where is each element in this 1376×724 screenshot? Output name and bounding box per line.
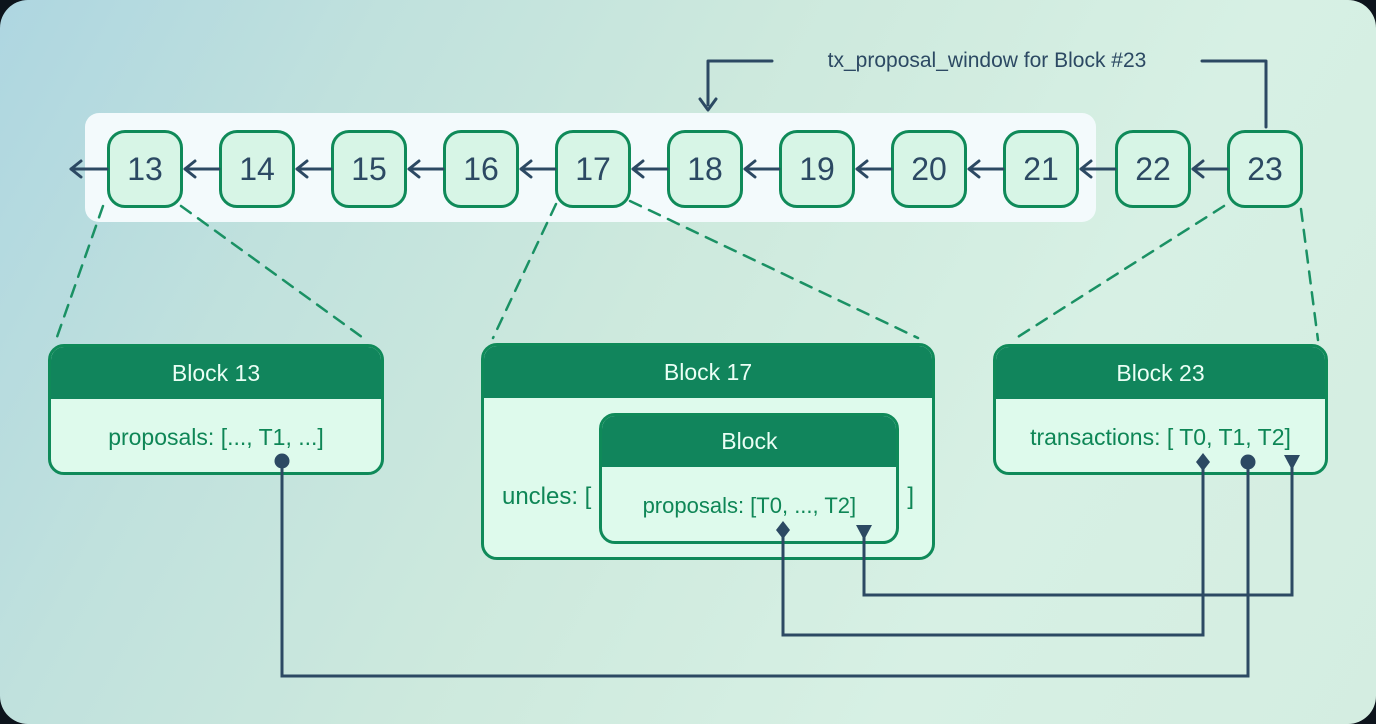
block-17-card-body: uncles: [ Block proposals: [T0, ..., T2]…	[484, 398, 932, 557]
chain-block-15: 15	[331, 130, 407, 208]
block-23-card: Block 23 transactions: [ T0, T1, T2]	[993, 344, 1328, 475]
annotation-right-connector-line	[1200, 59, 1268, 129]
block-23-zoom-left-dashed-line	[1011, 204, 1226, 342]
block-23-card-body: transactions: [ T0, T1, T2]	[996, 399, 1325, 472]
block-13-card-body: proposals: [..., T1, ...]	[51, 399, 381, 472]
block-17-zoom-left-dashed-line	[491, 202, 558, 340]
uncle-block-card-title: Block	[721, 428, 778, 454]
block-13-proposals-text: proposals: [..., T1, ...]	[108, 423, 324, 450]
block-13-card: Block 13 proposals: [..., T1, ...]	[48, 344, 384, 475]
chain-block-15-number: 15	[351, 150, 387, 187]
annotation-left-connector-line	[706, 59, 774, 107]
chain-block-23-number: 23	[1247, 150, 1283, 187]
chain-block-22-number: 22	[1135, 150, 1171, 187]
block-17-card-title: Block 17	[663, 358, 753, 385]
uncle-block-proposals-text: proposals: [T0, ..., T2]	[642, 492, 857, 518]
block-13-card-title: Block 13	[171, 359, 261, 386]
chain-block-17: 17	[555, 130, 631, 208]
block-23-transactions-text: transactions: [ T0, T1, T2]	[1030, 423, 1291, 450]
chain-block-14-number: 14	[239, 150, 275, 187]
uncle-block-card: Block proposals: [T0, ..., T2]	[599, 413, 900, 544]
block-23-card-header: Block 23	[996, 347, 1325, 399]
uncle-block-card-header: Block	[602, 416, 897, 467]
chain-block-21-number: 21	[1023, 150, 1059, 187]
block-13-card-header: Block 13	[51, 347, 381, 399]
tx-proposal-window-label: tx_proposal_window for Block #23	[827, 49, 1147, 72]
chain-block-20: 20	[891, 130, 967, 208]
block-17-card: Block 17 uncles: [ Block proposals: [T0,…	[481, 343, 935, 560]
chain-block-14: 14	[219, 130, 295, 208]
chain-block-22: 22	[1115, 130, 1191, 208]
uncle-block-card-body: proposals: [T0, ..., T2]	[602, 467, 896, 541]
block-23-card-title: Block 23	[1116, 359, 1205, 386]
chain-block-18: 18	[667, 130, 743, 208]
block-23-zoom-right-dashed-line	[1299, 207, 1320, 342]
chain-block-20-number: 20	[911, 150, 947, 187]
chain-block-18-number: 18	[687, 150, 723, 187]
genesis-arrow-head-icon	[69, 159, 83, 179]
chain-block-19-number: 19	[799, 150, 835, 187]
chain-block-23: 23	[1227, 130, 1303, 208]
chain-block-17-number: 17	[575, 150, 611, 187]
uncles-close-bracket-text: ]	[907, 482, 915, 510]
chain-block-21: 21	[1003, 130, 1079, 208]
chain-block-16-number: 16	[463, 150, 499, 187]
uncles-open-bracket-text: uncles: [	[501, 482, 592, 510]
block-17-card-header: Block 17	[484, 346, 932, 398]
chain-block-13: 13	[107, 130, 183, 208]
annotation-down-arrow-head-icon	[698, 97, 718, 112]
chain-block-19: 19	[779, 130, 855, 208]
chain-block-16: 16	[443, 130, 519, 208]
block-13-zoom-right-dashed-line	[179, 204, 368, 342]
chain-block-13-number: 13	[127, 150, 163, 187]
block-13-zoom-left-dashed-line	[55, 204, 105, 339]
